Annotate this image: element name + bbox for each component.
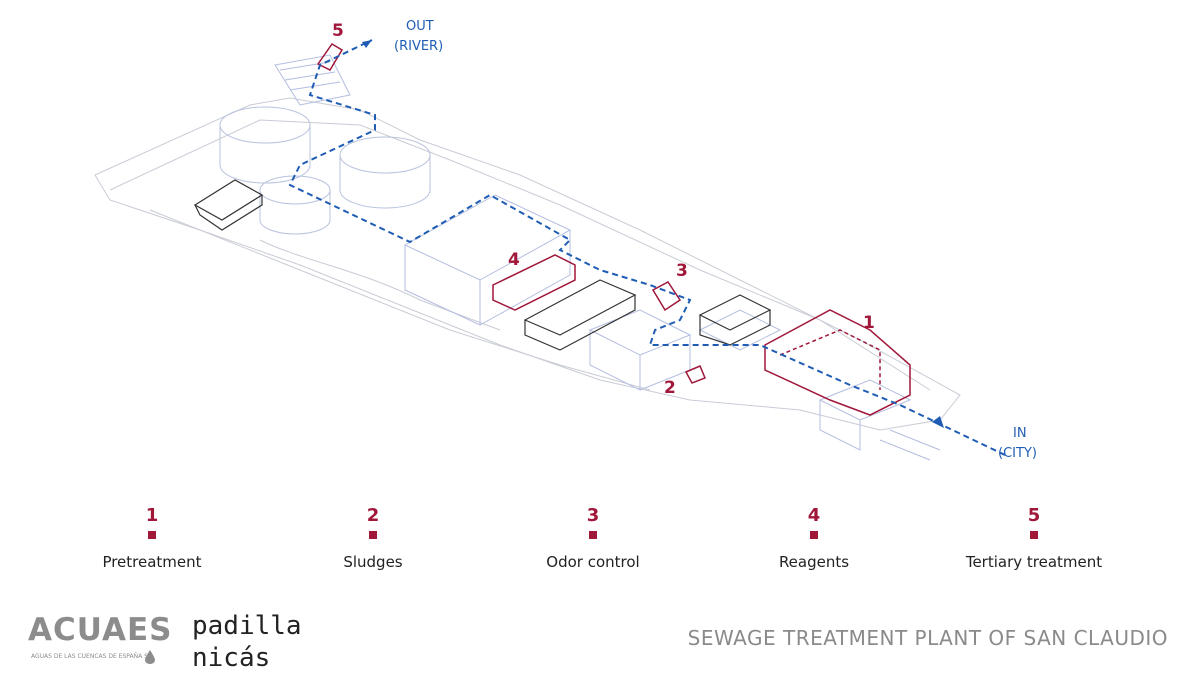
marker-3: 3 xyxy=(676,261,688,281)
legend-label: Sludges xyxy=(343,553,403,571)
legend-number: 5 xyxy=(1027,505,1041,526)
water-flow-path xyxy=(288,39,1006,456)
legend-number: 1 xyxy=(145,505,159,526)
outlet-label-line1: OUT xyxy=(406,19,434,34)
marker-4: 4 xyxy=(508,250,520,270)
outlet-label-line2: (RIVER) xyxy=(394,39,443,54)
legend-label: Reagents xyxy=(778,553,850,571)
legend-swatch xyxy=(589,531,597,539)
tertiary-building xyxy=(316,42,344,71)
legend-item-odor-control: 3 Odor control xyxy=(503,505,683,571)
acuaes-logo-tagline: AGUAS DE LAS CUENCAS DE ESPAÑA SA xyxy=(31,653,153,660)
legend-swatch xyxy=(1030,531,1038,539)
pretreatment-building xyxy=(764,309,911,416)
architect-line1: padilla xyxy=(192,611,302,641)
legend-number: 2 xyxy=(366,505,380,526)
circular-tanks xyxy=(219,106,431,235)
legend-item-pretreatment: 1 Pretreatment xyxy=(62,505,242,571)
inlet-label-line1: IN xyxy=(1013,426,1027,441)
legend-swatch xyxy=(148,531,156,539)
legend-label: Odor control xyxy=(546,553,640,571)
legend-swatch xyxy=(810,531,818,539)
water-drop-icon xyxy=(145,650,155,664)
acuaes-logo: ACUAES AGUAS DE LAS CUENCAS DE ESPAÑA SA xyxy=(28,612,178,668)
inlet-arrowhead xyxy=(932,416,944,428)
legend-item-reagents: 4 Reagents xyxy=(724,505,904,571)
marker-5: 5 xyxy=(332,21,344,41)
inlet-label-line2: (CITY) xyxy=(998,446,1037,461)
legend-number: 3 xyxy=(586,505,600,526)
site-axonometric-diagram: 5 4 3 2 1 OUT (RIVER) IN (CITY) xyxy=(94,19,1037,461)
acuaes-logo-name: ACUAES xyxy=(28,612,173,648)
legend-item-tertiary-treatment: 5 Tertiary treatment xyxy=(944,505,1124,571)
site-outline xyxy=(94,97,961,431)
padilla-nicas-logo: padilla nicás xyxy=(192,610,302,674)
reagents-building xyxy=(492,254,576,311)
legend-swatch xyxy=(369,531,377,539)
legend-label: Tertiary treatment xyxy=(965,553,1103,571)
existing-buildings xyxy=(193,179,772,351)
legend-number: 4 xyxy=(807,505,821,526)
outlet-arrowhead xyxy=(362,40,372,48)
marker-1: 1 xyxy=(863,313,875,333)
marker-2: 2 xyxy=(664,378,676,398)
legend-label: Pretreatment xyxy=(102,553,202,571)
architect-line2: nicás xyxy=(192,643,271,673)
odor-control-building xyxy=(651,281,682,312)
legend-item-sludges: 2 Sludges xyxy=(283,505,463,571)
plant-title: SEWAGE TREATMENT PLANT OF SAN CLAUDIO xyxy=(687,626,1168,650)
sludges-building xyxy=(684,365,706,384)
highlighted-buildings xyxy=(316,42,911,416)
